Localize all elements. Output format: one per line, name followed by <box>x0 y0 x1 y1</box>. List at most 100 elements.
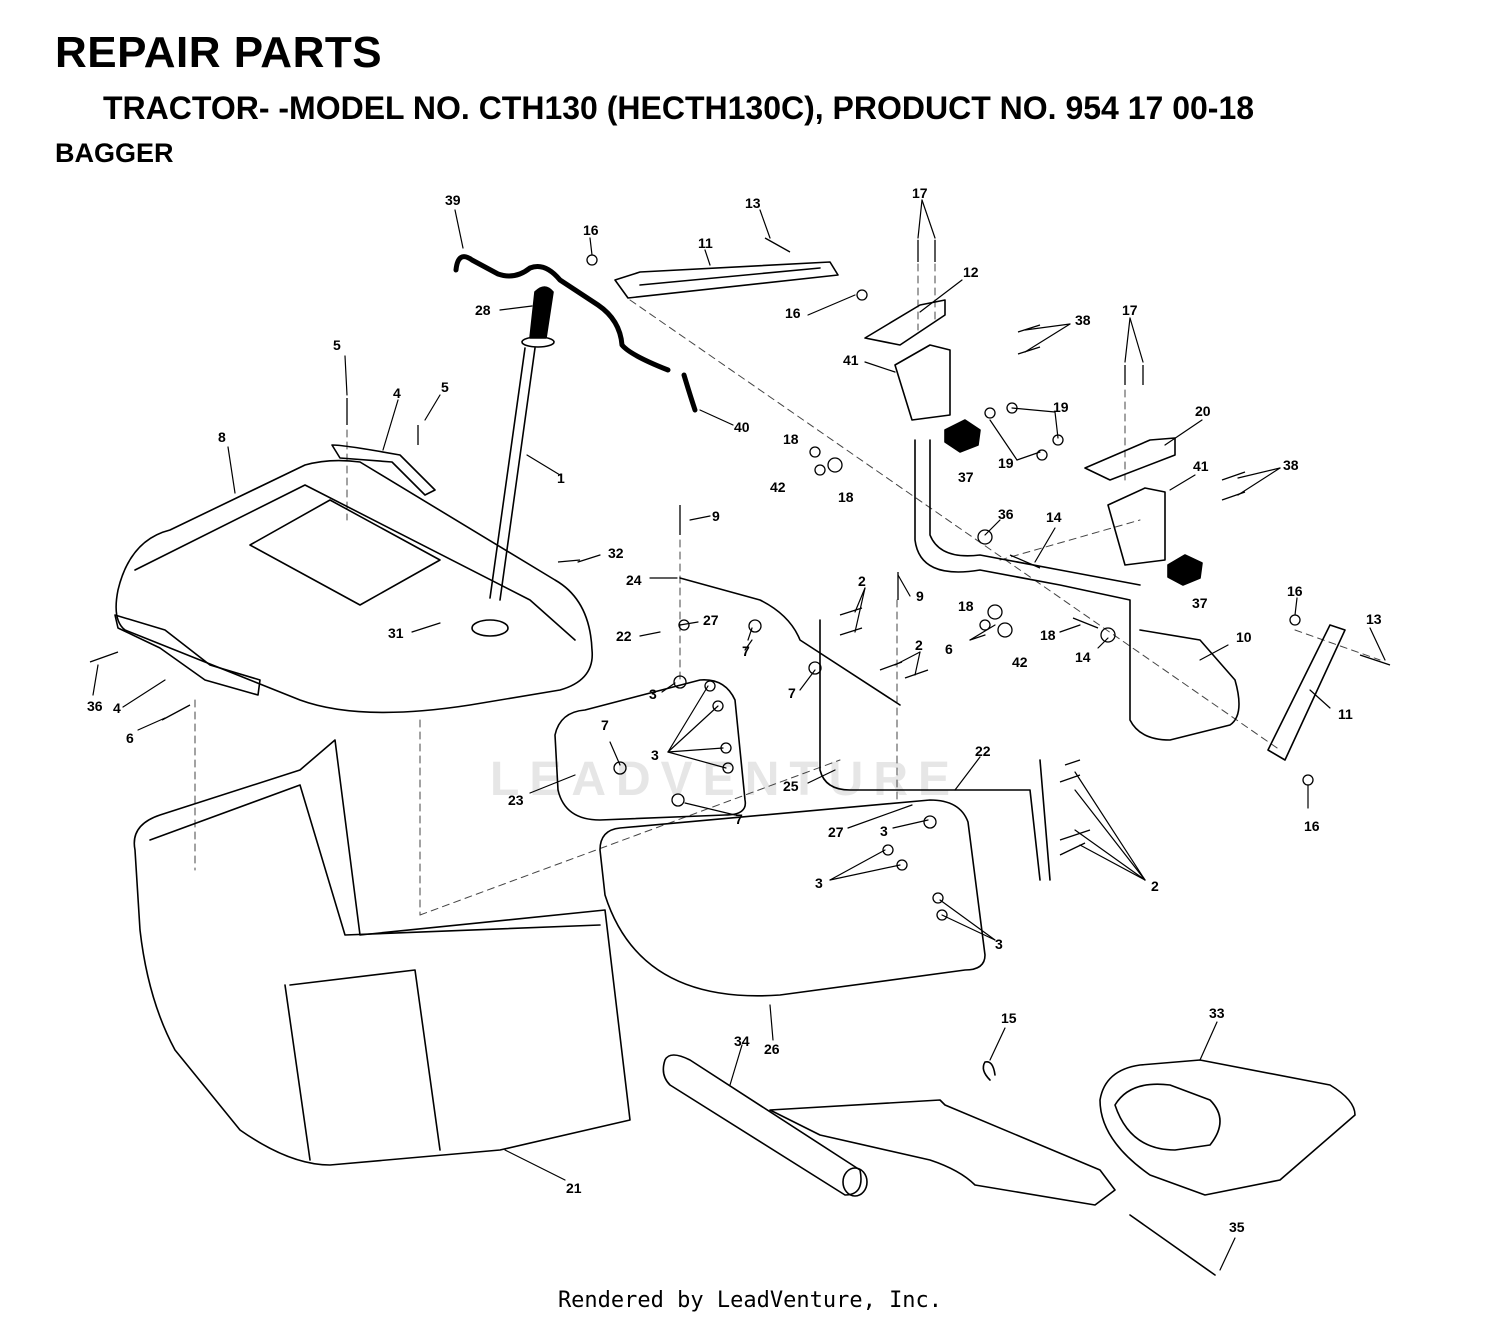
callout-38b: 38 <box>1283 457 1299 473</box>
callout-13: 13 <box>745 195 761 211</box>
callout-31: 31 <box>388 625 404 641</box>
callout-10: 10 <box>1236 629 1252 645</box>
block-37-left <box>944 419 981 453</box>
callout-13b: 13 <box>1366 611 1382 627</box>
callout-42: 42 <box>770 479 786 495</box>
callout-40: 40 <box>734 419 750 435</box>
bracket-12-part <box>864 299 946 346</box>
cover-inner-ridge <box>134 484 576 641</box>
upper-bracket-part <box>614 261 839 299</box>
leader-lines <box>92 199 1386 1271</box>
callout-37: 37 <box>958 469 974 485</box>
lower-frame-part <box>554 679 747 821</box>
cover-handle-part <box>331 444 436 496</box>
callout-22: 22 <box>616 628 632 644</box>
tube-34-part <box>662 1054 862 1196</box>
callout-4b: 4 <box>113 700 121 716</box>
callout-16c: 16 <box>1287 583 1303 599</box>
callout-39: 39 <box>445 192 461 208</box>
callout-27: 27 <box>703 612 719 628</box>
callout-7b: 7 <box>788 685 796 701</box>
callout-4: 4 <box>393 385 401 401</box>
callout-6b: 6 <box>126 730 134 746</box>
model-subtitle: TRACTOR- -MODEL NO. CTH130 (HECTH130C), … <box>103 90 1255 126</box>
pin-35-part <box>1129 1214 1216 1276</box>
callout-16b: 16 <box>785 305 801 321</box>
callout-9: 9 <box>712 508 720 524</box>
callout-3c: 3 <box>880 823 888 839</box>
callout-19: 19 <box>1053 399 1069 415</box>
rod-end-part <box>681 372 698 413</box>
callout-38: 38 <box>1075 312 1091 328</box>
bracket-20-part <box>1084 437 1176 481</box>
callout-25: 25 <box>783 778 799 794</box>
callout-8: 8 <box>218 429 226 445</box>
grip-washer <box>521 336 555 348</box>
bracket-41-right-part <box>1107 487 1166 566</box>
callout-2c: 2 <box>1151 878 1159 894</box>
callout-18b: 18 <box>838 489 854 505</box>
side-frame-part <box>819 619 1051 881</box>
bracket-41-left-part <box>894 344 951 421</box>
callout-7d: 7 <box>735 811 743 827</box>
right-bracket-part <box>1267 624 1346 761</box>
callout-9b: 9 <box>916 588 924 604</box>
callout-1: 1 <box>557 470 565 486</box>
callout-28: 28 <box>475 302 491 318</box>
cross-rod-part <box>679 577 901 706</box>
callout-17: 17 <box>912 185 928 201</box>
callout-33: 33 <box>1209 1005 1225 1021</box>
tube-34-end <box>842 1167 868 1197</box>
callout-18d: 42 <box>1012 654 1028 670</box>
callout-26: 26 <box>764 1041 780 1057</box>
callout-5: 5 <box>333 337 341 353</box>
grip-part <box>529 286 554 339</box>
callout-36b: 14 <box>1075 649 1091 665</box>
callout-7c: 7 <box>601 717 609 733</box>
handle-rod-part <box>489 347 536 601</box>
callout-21: 21 <box>566 1180 582 1196</box>
callout-32: 32 <box>608 545 624 561</box>
callout-14: 14 <box>1046 509 1062 525</box>
callout-18: 18 <box>783 431 799 447</box>
callout-41: 41 <box>843 352 859 368</box>
bagger-cover-part <box>115 459 593 714</box>
footer-credit: Rendered by LeadVenture, Inc. <box>557 1288 943 1313</box>
callout-12: 12 <box>963 264 979 280</box>
callout-labels: 39 13 16 11 17 28 12 38 16 41 5 4 5 40 1… <box>87 185 1382 1235</box>
watermark-text: LEADVENTURE <box>490 753 960 806</box>
callout-11b: 11 <box>1338 706 1353 722</box>
callout-41b: 41 <box>1193 458 1209 474</box>
cover-rod-hole <box>471 619 509 637</box>
callout-2b: 2 <box>915 637 923 653</box>
callout-36: 36 <box>998 506 1014 522</box>
callout-37b: 37 <box>1192 595 1208 611</box>
upper-rod-part <box>453 254 671 373</box>
callout-20: 20 <box>1195 403 1211 419</box>
page-title: REPAIR PARTS <box>55 28 383 77</box>
bag-panel <box>284 969 441 1161</box>
bag-frame-part <box>599 799 986 997</box>
callout-22b: 22 <box>975 743 991 759</box>
callout-7: 7 <box>742 643 750 659</box>
callout-11: 11 <box>698 235 713 251</box>
callout-17b: 17 <box>1122 302 1138 318</box>
callout-27b: 27 <box>828 824 844 840</box>
callout-5b: 5 <box>441 379 449 395</box>
callout-35: 35 <box>1229 1219 1245 1235</box>
clip-15-part <box>982 1060 996 1081</box>
chute-housing-part <box>1099 1059 1356 1196</box>
callout-3: 3 <box>649 686 657 702</box>
callout-16: 16 <box>583 222 599 238</box>
callout-2: 2 <box>858 573 866 589</box>
callout-6: 36 <box>87 698 103 714</box>
side-handle-part <box>114 614 261 696</box>
callout-16d: 16 <box>1304 818 1320 834</box>
chute-opening <box>1114 1083 1221 1151</box>
fasteners <box>89 237 1391 921</box>
chute-33-part <box>769 1099 1116 1206</box>
callout-19b: 19 <box>998 455 1014 471</box>
callout-15: 15 <box>1001 1010 1017 1026</box>
callout-34: 34 <box>734 1033 750 1049</box>
